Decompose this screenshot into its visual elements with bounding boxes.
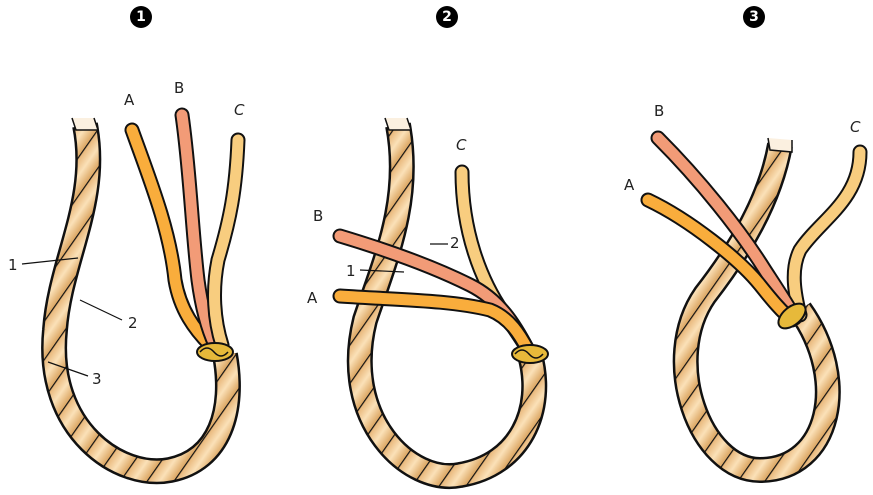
label-a-3: A [624,176,635,194]
label-b: B [174,79,184,97]
label-c-2: C [456,136,467,154]
strand-c [215,140,238,345]
callout-3: 3 [92,370,102,388]
label-c: C [234,101,245,119]
label-b-2: B [313,207,323,225]
label-a-2: A [307,289,318,307]
label-a: A [124,91,135,109]
label-c-3: C [850,118,861,136]
callout-1: 1 [8,256,18,274]
step-2-figure: 1 2 A B C [307,118,548,476]
step-3-figure: A B C [624,102,861,470]
callout-2-step2: 2 [450,234,460,252]
label-b-3: B [654,102,664,120]
step-1-figure: 1 2 3 A B C [8,79,245,471]
callout-1-step2: 1 [346,262,356,280]
callout-2: 2 [128,314,138,332]
